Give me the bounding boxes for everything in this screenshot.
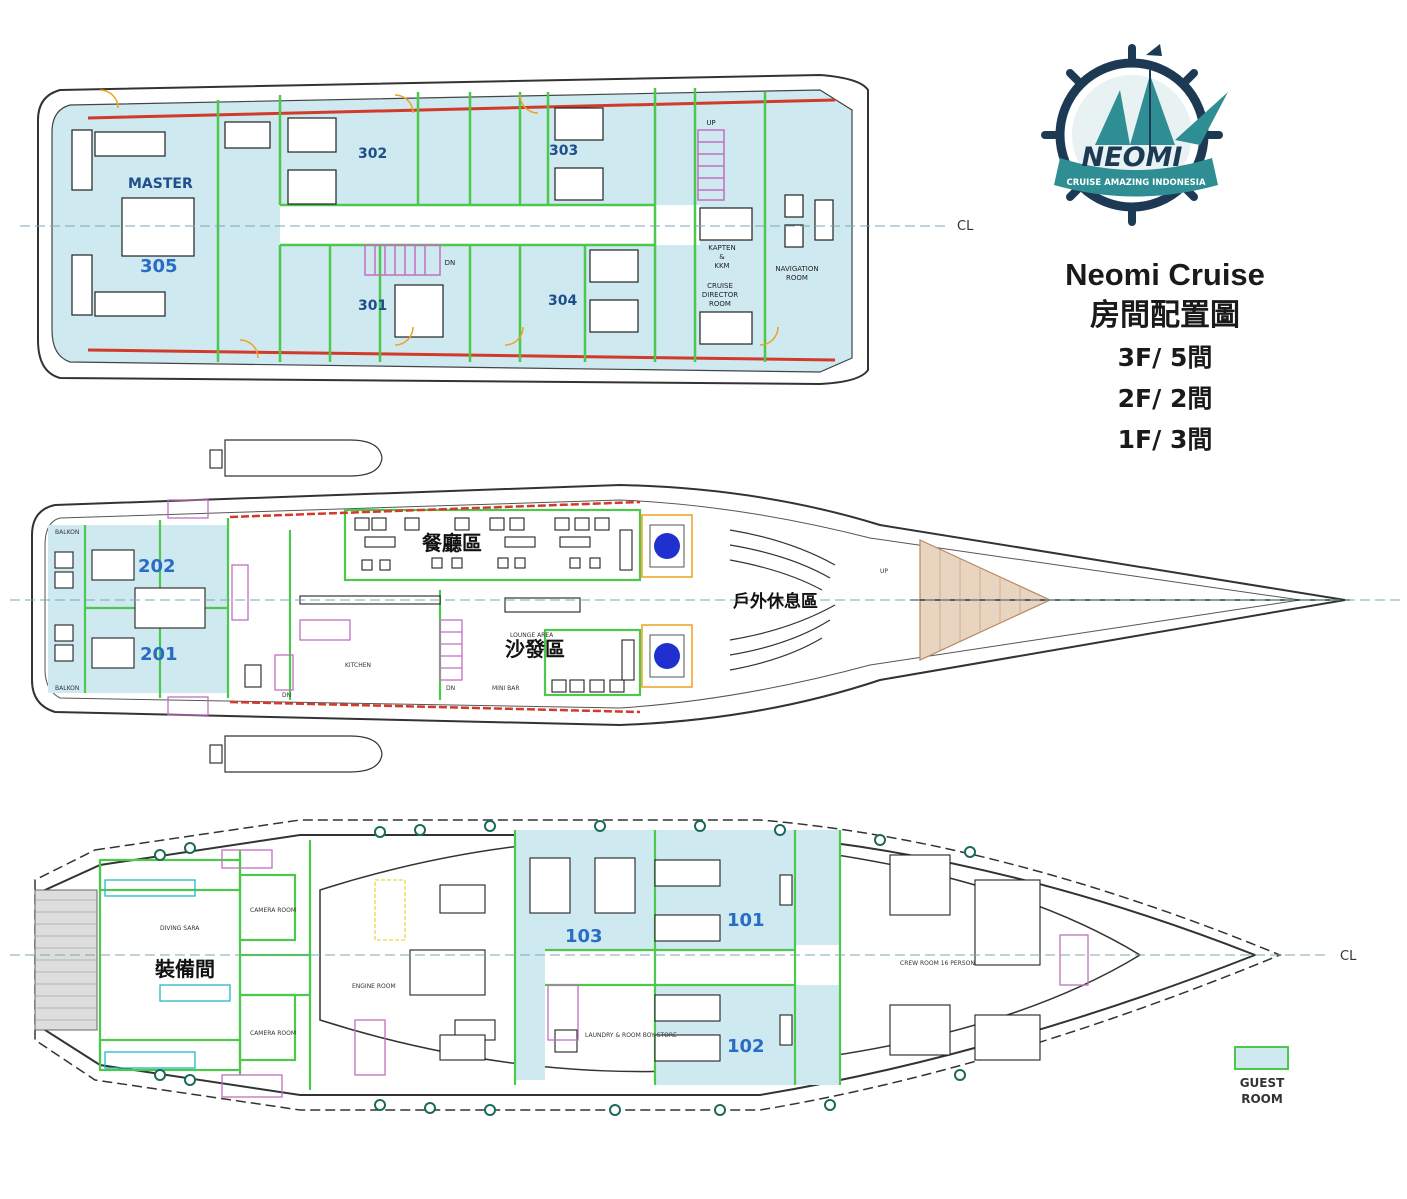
director-label: DIRECTOR (702, 291, 738, 299)
deck-1-small-labels: DIVING SARA CAMERA ROOM CAMERA ROOM ENGI… (160, 907, 975, 1039)
navigation-room-label: ROOM (786, 274, 808, 282)
deck-3-doors (99, 89, 779, 359)
legend-room-label: ROOM (1241, 1092, 1283, 1106)
cruise-label: CRUISE (707, 282, 733, 290)
mini-bar-label: MINI BAR (492, 685, 520, 692)
room-202-label: 202 (138, 556, 176, 577)
room-301-label: 301 (358, 298, 387, 314)
deck-2-red-wall (229, 500, 641, 714)
up-label-2: UP (880, 568, 888, 575)
deck-1-engine (374, 879, 496, 1061)
logo-wordmark: NEOMI (1082, 142, 1183, 173)
deck-2-stairs (167, 499, 463, 716)
deck-3-red-wall (87, 98, 836, 362)
ampersand-label: & (719, 253, 725, 261)
deck-3-stairs (364, 129, 725, 276)
room-303-label: 303 (549, 143, 578, 159)
navigation-label: NAVIGATION (775, 265, 818, 273)
deck-3-furniture (71, 107, 834, 345)
deck-2-room-count: 2F/ 2間 (1117, 384, 1213, 413)
kitchen-label: KITCHEN (345, 662, 371, 669)
deck-1-plan: CL 103 101 102 裝備間 DIVING SARA CAMERA RO… (10, 819, 1357, 1116)
deck-3-room-count: 3F/ 5間 (1117, 343, 1213, 372)
room-102-label: 102 (727, 1036, 765, 1057)
deck-2-hot-tubs (641, 514, 693, 688)
title-block: Neomi Cruise 房間配置圖 3F/ 5間 2F/ 2間 1F/ 3間 (1040, 255, 1290, 460)
deck-3-corridor (280, 205, 700, 245)
layout-subtitle: 房間配置圖 (1090, 298, 1240, 333)
deck-2-plan: 202 201 餐廳區 沙發區 戶外休息區 BALKON BALKON KITC… (10, 439, 1400, 773)
legend: GUEST ROOM (1234, 1046, 1289, 1106)
room-201-label: 201 (140, 644, 178, 665)
crew-room-label: CREW ROOM 16 PERSON (900, 960, 975, 967)
deck-3-small-labels: KAPTEN & KKM CRUISE DIRECTOR ROOM NAVIGA… (445, 119, 819, 308)
deck-1-portholes (154, 820, 976, 1116)
deck-1-stairs (221, 849, 1089, 1098)
deck-2-hull-inner (44, 499, 1301, 709)
deck-1-room-count: 1F/ 3間 (1117, 425, 1213, 454)
deck-1-grating-lines (35, 899, 97, 1021)
deck-2-cabin-furniture (54, 549, 262, 688)
balkon-bottom-label: BALKON (55, 685, 79, 692)
laundry-label: LAUNDRY & ROOM BOY STORE (585, 1032, 677, 1039)
director-room-label: ROOM (709, 300, 731, 308)
deck-3-cl-label: CL (957, 219, 974, 234)
camera-room-bottom-label: CAMERA ROOM (250, 1030, 296, 1037)
dn-label: DN (445, 259, 456, 267)
cruise-name: Neomi Cruise (1065, 257, 1265, 292)
deck-2-small-labels: BALKON BALKON KITCHEN LOUNGE AREA MINI B… (55, 529, 888, 699)
deck-1-outer-hull (34, 819, 1282, 1111)
wheel-hub (1072, 75, 1192, 195)
legend-guest-room-swatch (1234, 1046, 1289, 1070)
lounge-area-label: LOUNGE AREA (510, 632, 554, 639)
outdoor-lounge-label: 戶外休息區 (733, 591, 818, 612)
deck-1-benches (104, 879, 231, 1069)
deck-1-cl-label: CL (1340, 949, 1357, 964)
engine-room-label: ENGINE ROOM (352, 983, 396, 990)
dn-label-2a: DN (446, 685, 455, 692)
neomi-logo: NEOMI CRUISE AMAZING INDONESIA (1041, 44, 1228, 226)
deck-2-hull (31, 483, 1346, 727)
logo-tagline: CRUISE AMAZING INDONESIA (1066, 178, 1205, 188)
diving-sara-label: DIVING SARA (160, 925, 200, 932)
camera-room-top-label: CAMERA ROOM (250, 907, 296, 914)
logo-banner (1054, 158, 1218, 197)
deck-3-room-walls (216, 88, 767, 362)
room-305-label: 305 (140, 256, 178, 277)
kapten-label: KAPTEN (708, 244, 735, 252)
deck-1-beds (529, 854, 1041, 1062)
room-304-label: 304 (548, 293, 577, 309)
sofa-area-label: 沙發區 (505, 637, 565, 661)
up-label: UP (706, 119, 715, 127)
deck-2-loungers (729, 529, 836, 671)
sailboat-icon (1095, 44, 1228, 150)
deck-2-lifeboats (209, 439, 383, 773)
kkm-label: KKM (714, 262, 729, 270)
balkon-top-label: BALKON (55, 529, 79, 536)
deck-3-plan: CL MASTER 305 302 301 303 304 KAPTEN & K… (20, 73, 974, 386)
room-302-label: 302 (358, 146, 387, 162)
master-label: MASTER (128, 176, 193, 192)
room-101-label: 101 (727, 910, 765, 931)
dining-area-label: 餐廳區 (422, 531, 482, 555)
dn-label-2b: DN (282, 692, 291, 699)
legend-guest-label: GUEST (1240, 1076, 1285, 1090)
room-103-label: 103 (565, 926, 603, 947)
equipment-room-label: 裝備間 (154, 957, 215, 981)
